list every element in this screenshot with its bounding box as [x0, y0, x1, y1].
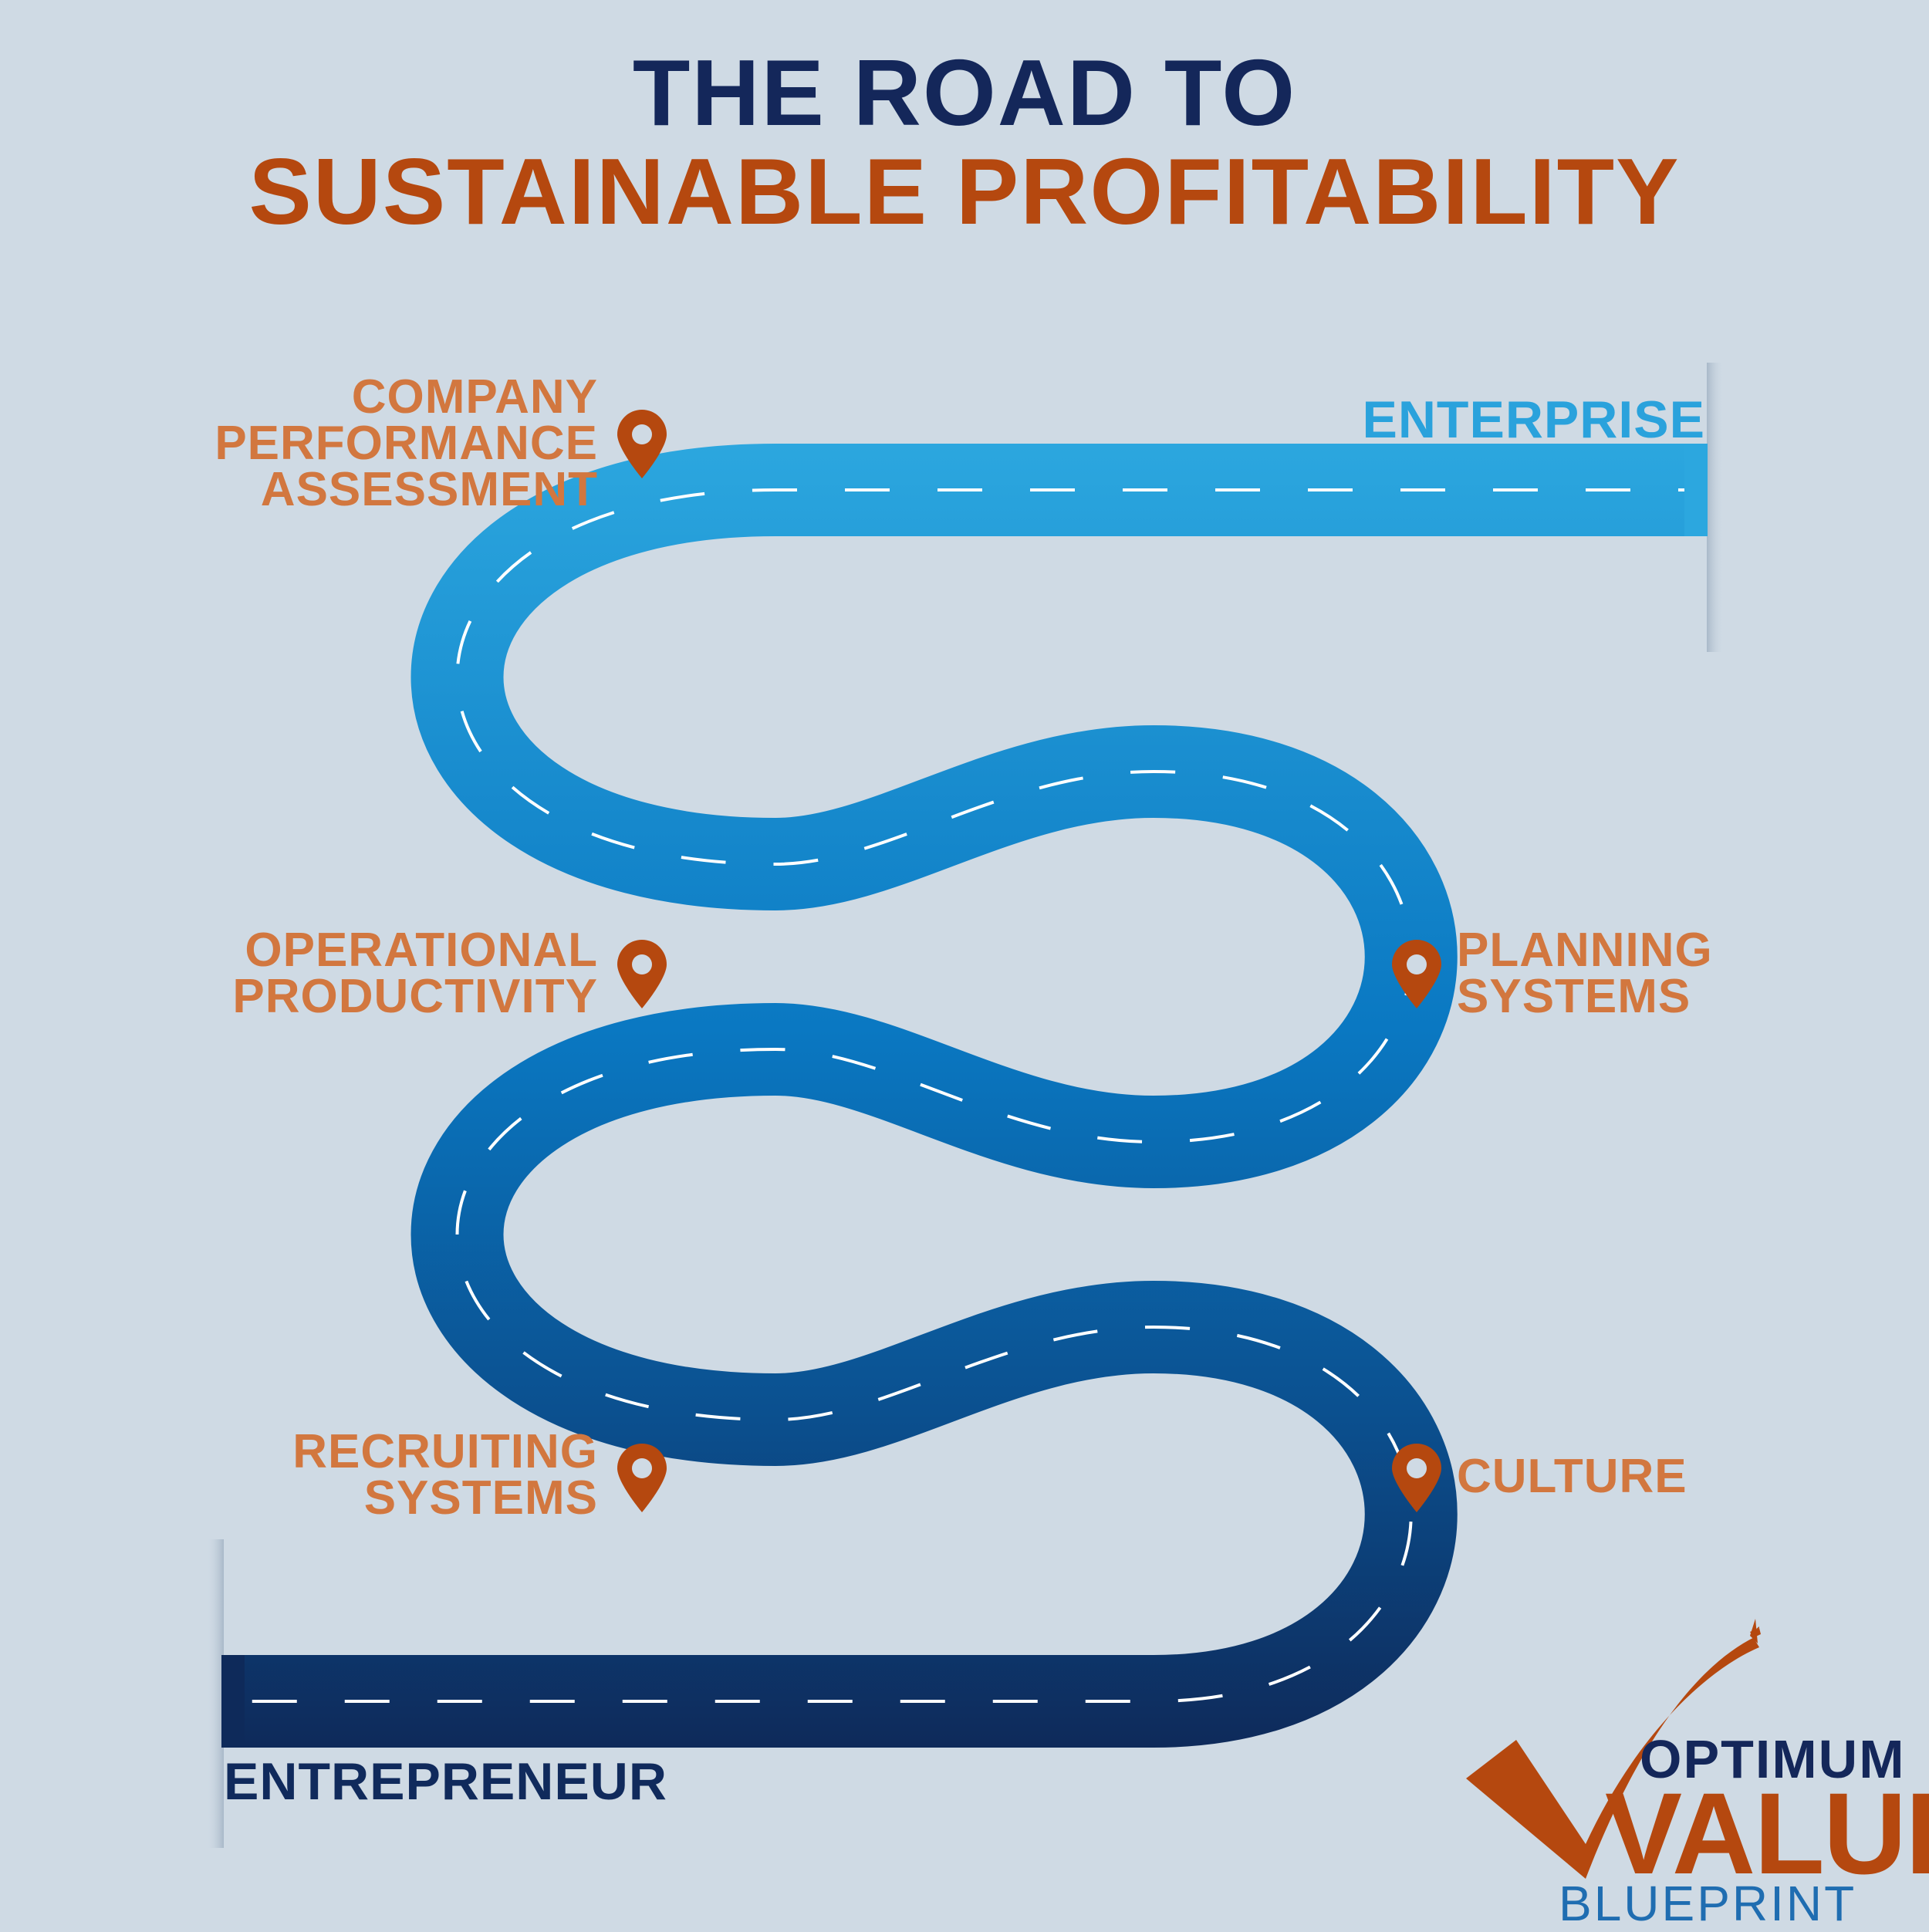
- milestone-label-planning-systems: PLANNING SYSTEMS: [1457, 924, 1713, 1023]
- milestone-label-culture: CULTURE: [1457, 1450, 1687, 1503]
- road-end-shade-top: [1707, 363, 1724, 652]
- logo-text-optimum: OPTIMUM: [1640, 1729, 1906, 1789]
- logo-text-blueprint: BLUEPRINT: [1559, 1876, 1857, 1931]
- milestone-label-company-performance-assessment: COMPANY PERFORMANCE ASSESSMENT: [215, 370, 598, 516]
- map-pin-icon: [617, 1444, 667, 1512]
- milestone-label-operational-productivity: OPERATIONAL PRODUCTIVITY: [232, 924, 598, 1023]
- map-pin-icon: [617, 410, 667, 478]
- map-pin-icon: [617, 940, 667, 1008]
- entrepreneur-label: ENTREPRENEUR: [224, 1752, 667, 1811]
- map-pin-icon: [1392, 1444, 1441, 1512]
- logo-text-value: VALUE: [1605, 1768, 1929, 1898]
- road-center-dashes: [221, 488, 1708, 1703]
- checkmark-arrow-icon: [1466, 1619, 1761, 1879]
- road-end-shade-bottom: [207, 1539, 224, 1848]
- road-end-top: [1684, 444, 1708, 536]
- enterprise-label: ENTERPRISE: [1362, 390, 1705, 449]
- road-end-bottom: [221, 1655, 245, 1748]
- map-pin-icon: [1392, 940, 1441, 1008]
- optimum-value-blueprint-logo: OPTIMUM VALUE BLUEPRINT: [1451, 1613, 1929, 1931]
- title-line-1: THE ROAD TO: [632, 40, 1297, 145]
- milestone-label-recruiting-systems: RECRUITING SYSTEMS: [292, 1425, 598, 1525]
- title-line-2: SUSTAINABLE PROFITABILITY: [248, 139, 1681, 244]
